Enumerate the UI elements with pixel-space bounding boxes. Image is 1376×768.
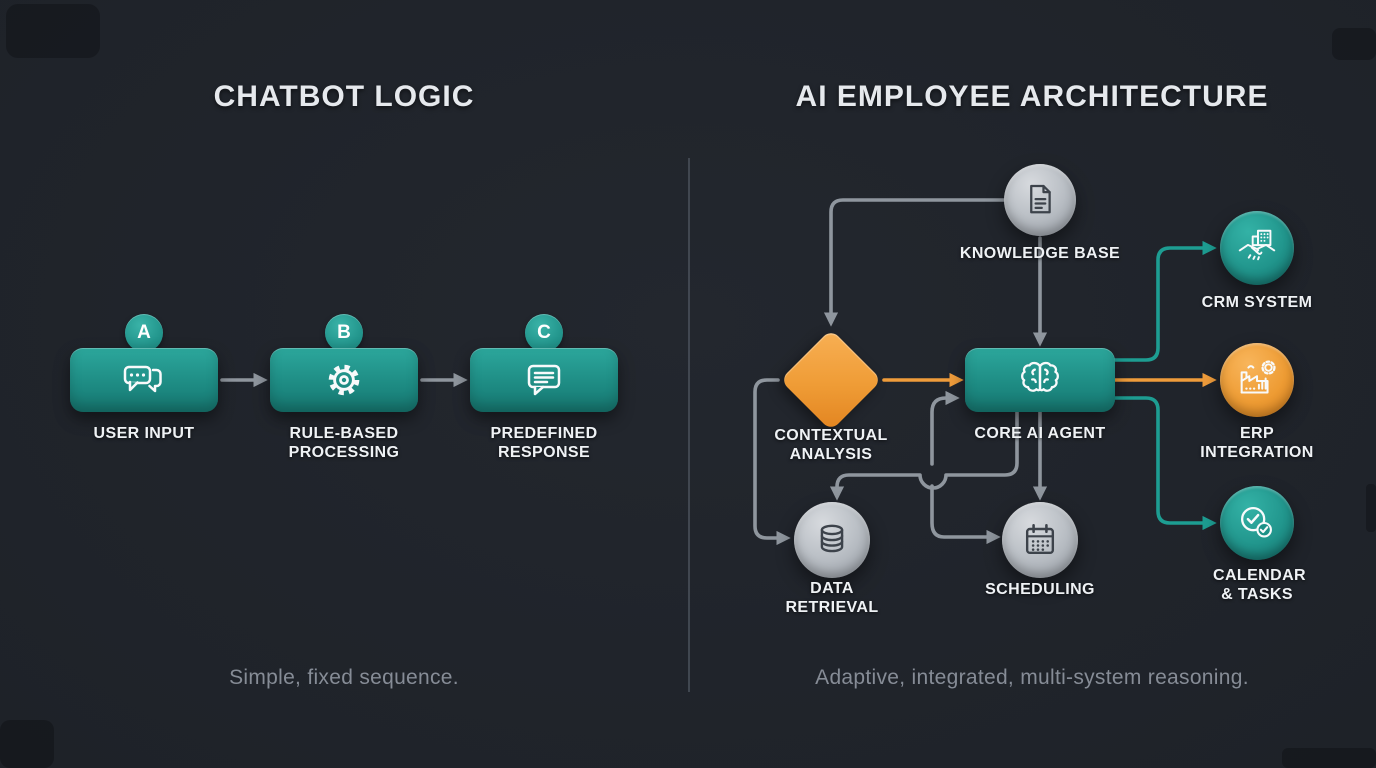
node-rule-based-processing <box>270 348 418 412</box>
calendar-icon <box>1025 524 1055 555</box>
node-label-calendar-tasks: CALENDAR & TASKS <box>1213 567 1306 603</box>
edge-to-scheduling-left <box>930 484 1001 545</box>
left-panel-title: CHATBOT LOGIC <box>213 80 475 113</box>
chat-bubbles-icon <box>123 365 162 393</box>
database-icon <box>820 524 844 553</box>
brain-icon <box>1021 361 1059 392</box>
node-label-data-retrieval: DATA RETRIEVAL <box>785 580 879 616</box>
node-label-core-ai-agent: CORE AI AGENT <box>974 425 1106 442</box>
clock-check-icon <box>1240 506 1272 538</box>
vignette-patch <box>1366 484 1376 532</box>
node-calendar-tasks <box>1220 486 1294 560</box>
node-scheduling <box>1002 502 1078 578</box>
node-predefined-response <box>470 348 618 412</box>
right-caption: Adaptive, integrated, multi-system reaso… <box>815 666 1249 689</box>
node-contextual-analysis <box>780 329 882 431</box>
node-label-crm-system: CRM SYSTEM <box>1201 294 1313 311</box>
node-crm-system <box>1220 211 1294 285</box>
step-badge-b: B <box>325 314 363 352</box>
edge-core-agent-to-calendar <box>1113 396 1217 531</box>
vignette-patch <box>1332 28 1376 60</box>
node-label-erp-integration: ERP INTEGRATION <box>1200 425 1314 461</box>
node-label-scheduling: SCHEDULING <box>985 581 1095 598</box>
vignette-patch <box>6 4 100 58</box>
gear-icon <box>328 364 360 396</box>
right-panel-title: AI EMPLOYEE ARCHITECTURE <box>795 80 1269 113</box>
vignette-patch <box>1282 748 1376 768</box>
edge-feedback-into-core-agent <box>930 390 960 466</box>
node-knowledge-base <box>1004 164 1076 236</box>
node-user-input <box>70 348 218 412</box>
node-label-user-input: USER INPUT <box>93 425 195 442</box>
node-core-ai-agent <box>965 348 1115 412</box>
node-label-rule-based: RULE-BASED PROCESSING <box>288 425 400 461</box>
document-icon <box>1030 184 1051 214</box>
step-badge-c: C <box>525 314 563 352</box>
building-handshake-icon <box>1238 229 1276 261</box>
node-label-predefined: PREDEFINED RESPONSE <box>490 425 598 461</box>
vignette-patch <box>0 720 54 768</box>
node-label-contextual-analysis: CONTEXTUAL ANALYSIS <box>774 427 888 463</box>
message-icon <box>527 364 561 396</box>
node-erp-integration <box>1220 343 1294 417</box>
factory-gear-icon <box>1240 360 1276 394</box>
node-label-knowledge-base: KNOWLEDGE BASE <box>959 245 1121 262</box>
panel-divider <box>688 158 690 692</box>
left-caption: Simple, fixed sequence. <box>229 666 459 689</box>
step-badge-a: A <box>125 314 163 352</box>
node-data-retrieval <box>794 502 870 578</box>
